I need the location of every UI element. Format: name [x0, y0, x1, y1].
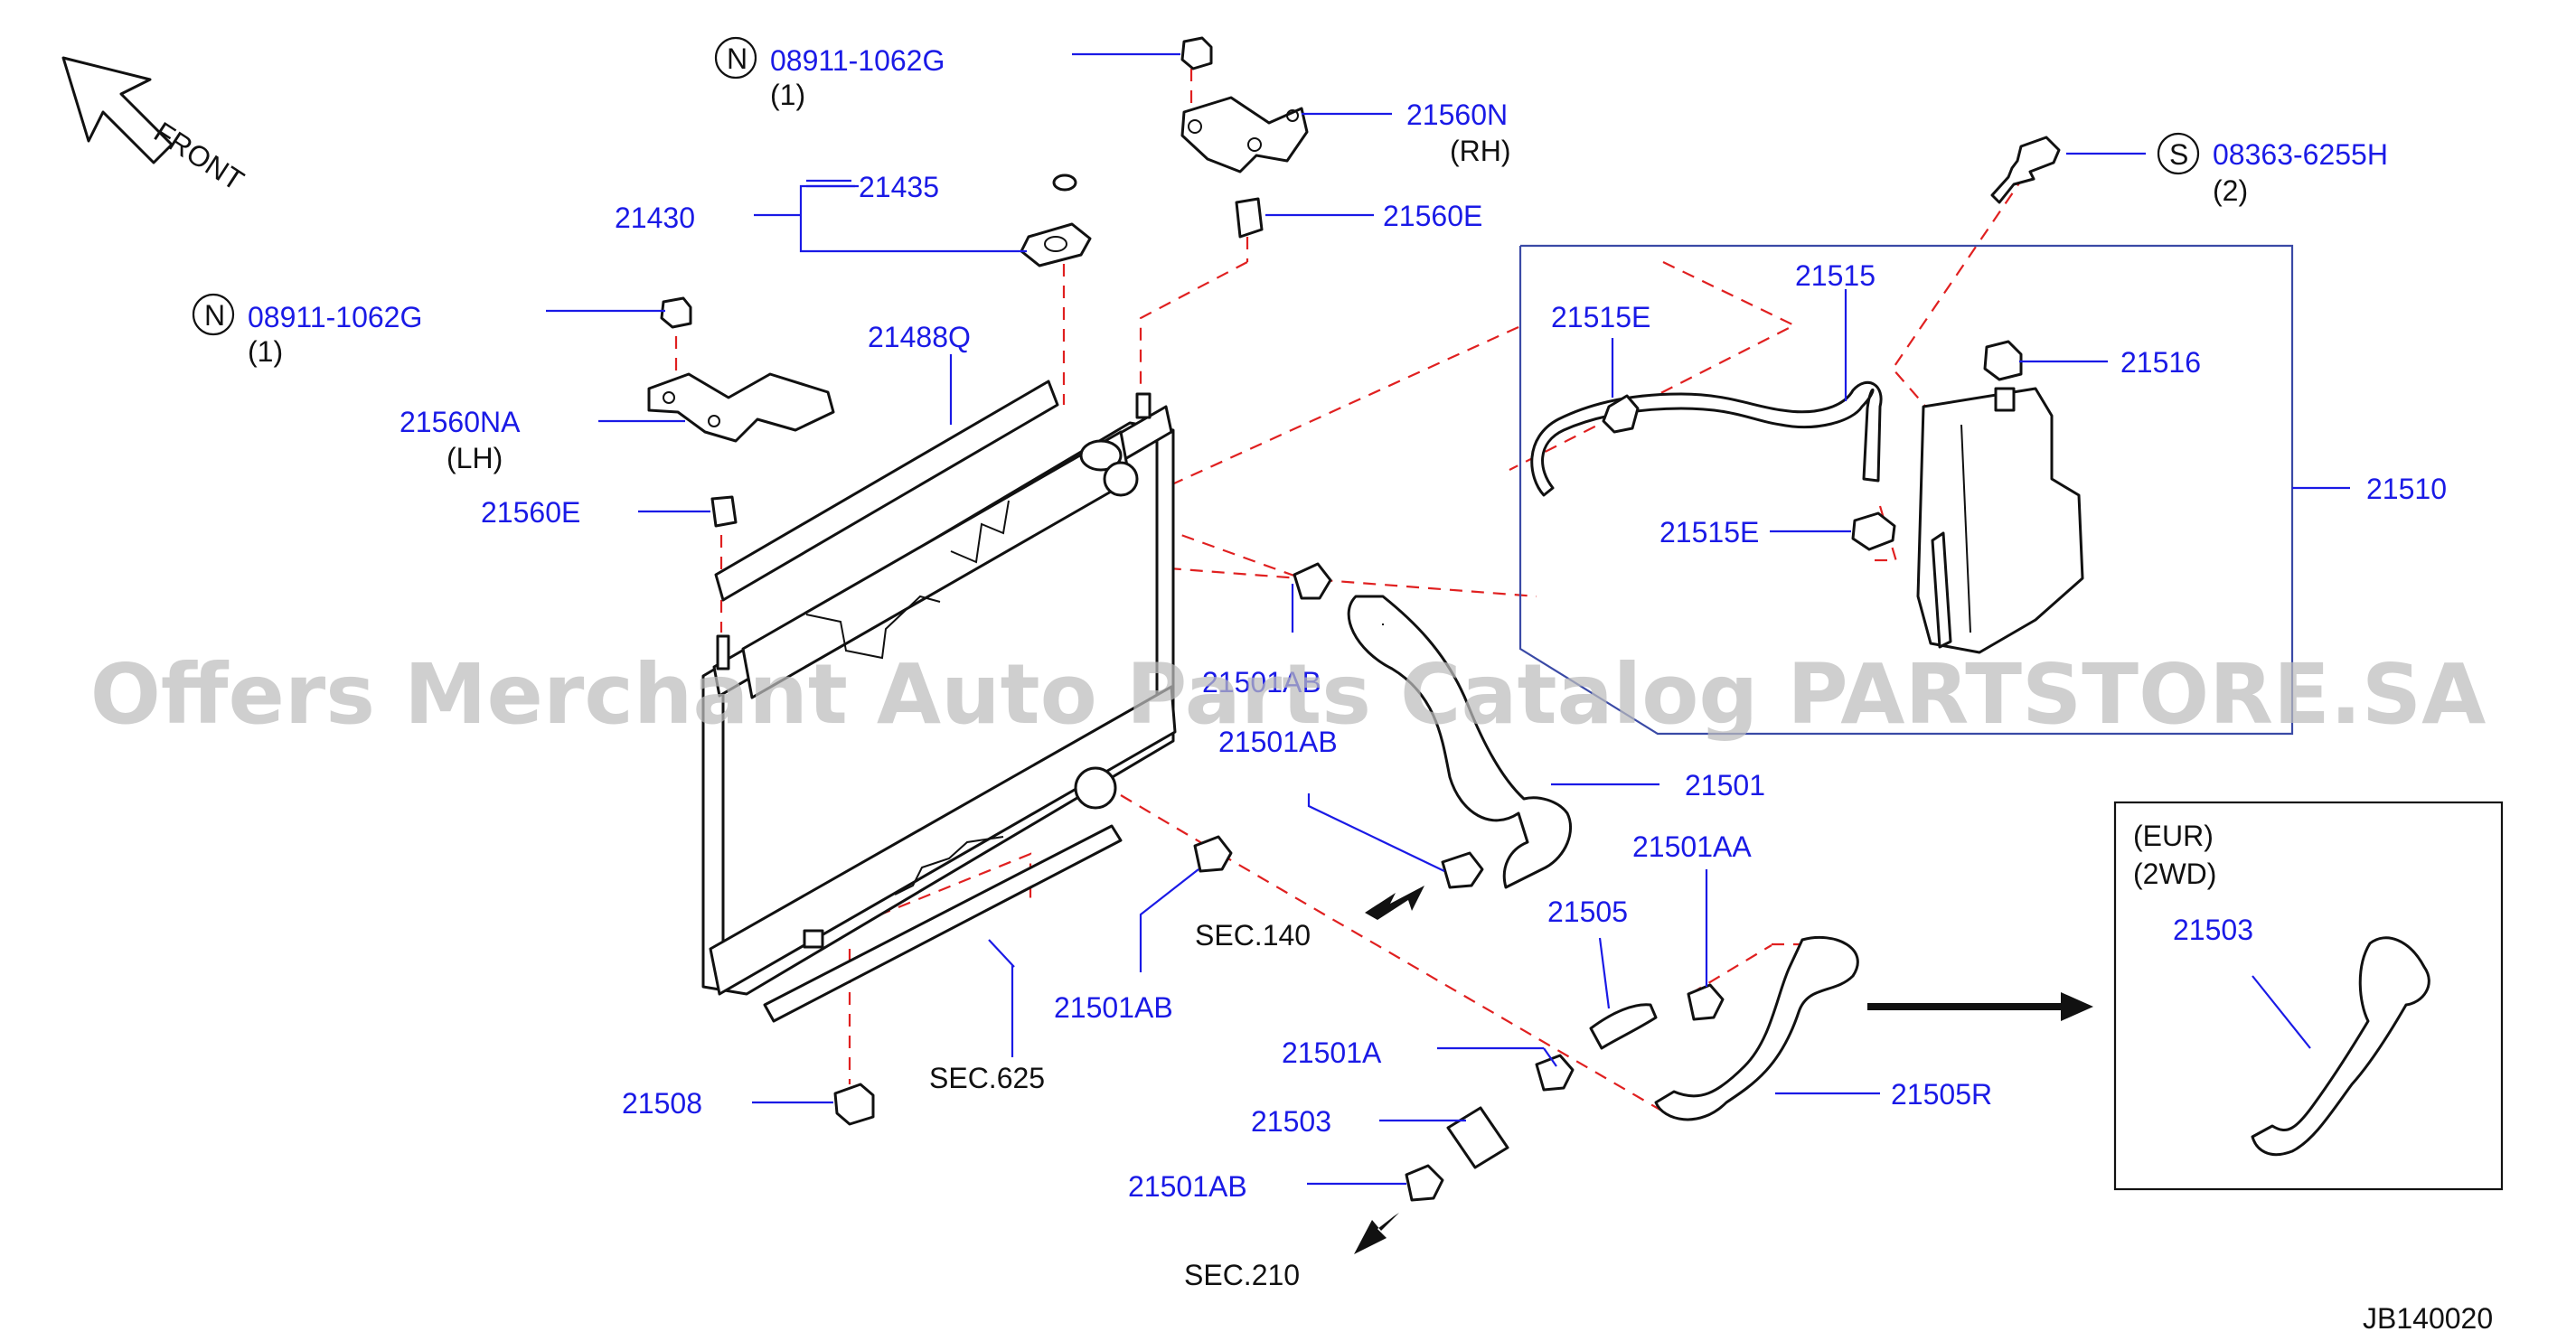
hose-clamp-lower [1405, 1164, 1444, 1202]
radiator-bottom-seal [763, 824, 1123, 1023]
label-21501AA[interactable]: 21501AA [1632, 830, 1752, 863]
front-label: FRONT [148, 116, 249, 197]
grommet-left [710, 495, 738, 528]
hose-clip-bottom [1851, 511, 1896, 551]
hose-clamp-21501A [1535, 1054, 1575, 1092]
label-21505R[interactable]: 21505R [1891, 1078, 1992, 1111]
hose-clamp-upper-a [1293, 562, 1332, 600]
leader-lines [546, 52, 2146, 1186]
label-21516[interactable]: 21516 [2120, 346, 2201, 379]
reservoir-cap [1983, 340, 2023, 381]
sec210-arrow-icon [1354, 1213, 1399, 1254]
lower-radiator-hose [1654, 935, 1859, 1121]
hose-clip-top [1602, 394, 1640, 434]
label-21430[interactable]: 21430 [615, 202, 695, 234]
bracket-rh [1180, 96, 1309, 173]
sec140-arrow-icon [1365, 886, 1424, 920]
hose-21503 [1446, 1106, 1509, 1169]
label-21501AB-d[interactable]: 21501AB [1128, 1170, 1247, 1203]
radiator-top-seal [714, 380, 1059, 602]
label-08911-1062G-top[interactable]: 08911-1062G [770, 44, 945, 77]
watermark: Offers Merchant Auto Parts Catalog PARTS… [90, 646, 2487, 743]
label-21505[interactable]: 21505 [1547, 896, 1628, 928]
label-08363-6255H[interactable]: 08363-6255H [2213, 138, 2388, 171]
label-21508[interactable]: 21508 [622, 1087, 702, 1120]
label-sec210[interactable]: SEC.210 [1184, 1259, 1300, 1291]
label-21560N[interactable]: 21560N [1406, 98, 1508, 131]
label-21515[interactable]: 21515 [1795, 259, 1876, 292]
label-21501AB-b[interactable]: 21501AB [1218, 726, 1338, 758]
variant-arrow-icon [1867, 992, 2093, 1021]
reservoir-bolt [1990, 136, 2061, 204]
bracket-lh [647, 372, 835, 443]
reservoir-hose [1530, 380, 1883, 497]
label-21515E-bottom[interactable]: 21515E [1659, 516, 1759, 549]
label-21510[interactable]: 21510 [2366, 473, 2447, 505]
hose-clamp-upper-b [1441, 851, 1484, 889]
label-21501A[interactable]: 21501A [1282, 1036, 1382, 1069]
hose-clamp-21501AA [1687, 983, 1725, 1021]
radiator-cap [1020, 222, 1092, 267]
variant-hose-icon [2251, 936, 2430, 1157]
label-21488Q[interactable]: 21488Q [868, 321, 971, 353]
hose-clamp-mid [1193, 835, 1233, 873]
label-21560NA[interactable]: 21560NA [400, 406, 521, 438]
qty-top: (1) [770, 79, 805, 111]
s-callout-circle [2157, 132, 2200, 175]
label-08911-1062G-left[interactable]: 08911-1062G [248, 301, 422, 333]
qty-s: (2) [2213, 174, 2248, 207]
n-letter-left: N [204, 299, 225, 332]
cap-gasket [1052, 173, 1077, 192]
label-variant-21503[interactable]: 21503 [2173, 914, 2253, 946]
label-sec625[interactable]: SEC.625 [929, 1062, 1045, 1094]
n-callout-left-circle [192, 293, 235, 336]
label-21501[interactable]: 21501 [1685, 769, 1765, 802]
upper-radiator-hose [1347, 595, 1573, 889]
side-rh: (RH) [1450, 135, 1511, 167]
hose-21505 [1589, 1003, 1658, 1050]
bottom-mount [833, 1083, 875, 1126]
label-21515E-top[interactable]: 21515E [1551, 301, 1650, 333]
label-21503[interactable]: 21503 [1251, 1105, 1331, 1138]
radiator [701, 392, 1177, 996]
qty-left: (1) [248, 335, 283, 368]
label-21501AB-c[interactable]: 21501AB [1054, 991, 1173, 1024]
label-21501AB-a[interactable]: 21501AB [1202, 666, 1321, 699]
side-lh: (LH) [447, 442, 503, 474]
reservoir-box [1518, 244, 2294, 736]
diagram-id: JB140020 [2363, 1302, 2493, 1335]
n-letter-top: N [727, 42, 747, 75]
variant-box [2113, 801, 2504, 1191]
label-sec140[interactable]: SEC.140 [1195, 919, 1311, 952]
s-letter: S [2169, 138, 2188, 171]
coolant-reservoir [1916, 387, 2084, 654]
label-21560E-top[interactable]: 21560E [1383, 200, 1482, 232]
label-21435[interactable]: 21435 [859, 171, 939, 203]
front-arrow-icon [61, 56, 174, 164]
variant-line2: (2WD) [2133, 858, 2216, 890]
label-21560E-left[interactable]: 21560E [481, 496, 580, 529]
grommet-top [1235, 197, 1264, 239]
variant-line1: (EUR) [2133, 820, 2214, 852]
nut-left [660, 296, 692, 329]
n-callout-top-circle [714, 36, 757, 80]
nut-top [1180, 36, 1213, 70]
